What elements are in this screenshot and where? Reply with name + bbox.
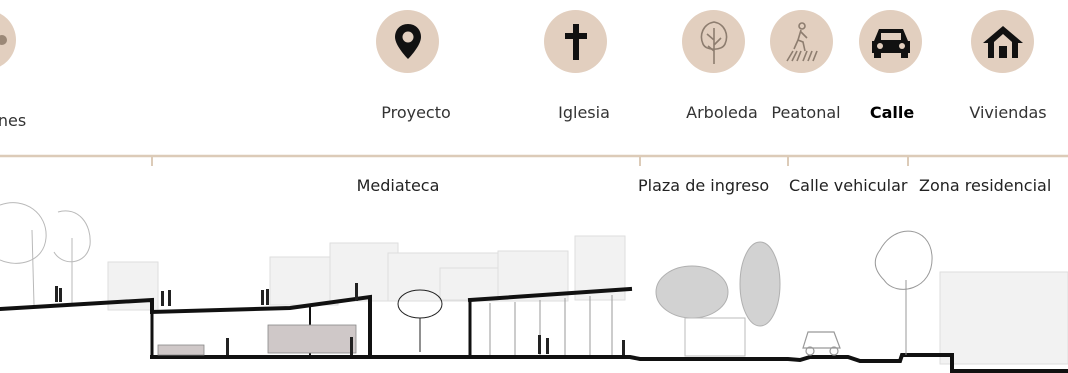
zone-label-zona-residencial: Zona residencial: [919, 176, 1052, 195]
zone-label-calle-vehicular: Calle vehicular: [789, 176, 908, 195]
people: [55, 283, 625, 355]
legend-label-iglesia: Iglesia: [558, 103, 610, 122]
glazing: [489, 295, 613, 355]
cross-icon[interactable]: [544, 10, 607, 73]
location-pin-icon[interactable]: [376, 10, 439, 73]
tree-left: [0, 202, 91, 306]
house-icon[interactable]: [971, 10, 1034, 73]
car-silhouette: [802, 331, 841, 356]
partial-icon: [0, 10, 16, 70]
legend-label-calle: Calle: [869, 103, 915, 122]
section-drawing: [0, 202, 1068, 373]
bookshelves: [157, 324, 357, 356]
tree-residential: [874, 230, 933, 355]
zone-label-plaza: Plaza de ingreso: [638, 176, 770, 195]
ground-line: [0, 286, 1068, 373]
car-icon[interactable]: [859, 10, 922, 73]
background-buildings: [107, 235, 1068, 365]
zone-ruler: [0, 154, 1068, 166]
legend-label-viviendas: Viviendas: [969, 103, 1047, 122]
legend-label-peatonal: Peatonal: [771, 103, 841, 122]
tree-center: [397, 289, 443, 352]
legend-label-proyecto: Proyecto: [381, 103, 451, 122]
tree-icon[interactable]: [682, 10, 745, 73]
zone-label-mediateca: Mediateca: [356, 176, 440, 195]
pedestrian-icon[interactable]: [770, 10, 833, 73]
legend-label-arboleda: Arboleda: [686, 103, 758, 122]
trees-plaza: [655, 241, 781, 357]
legend-label-partial: nes: [0, 111, 27, 130]
